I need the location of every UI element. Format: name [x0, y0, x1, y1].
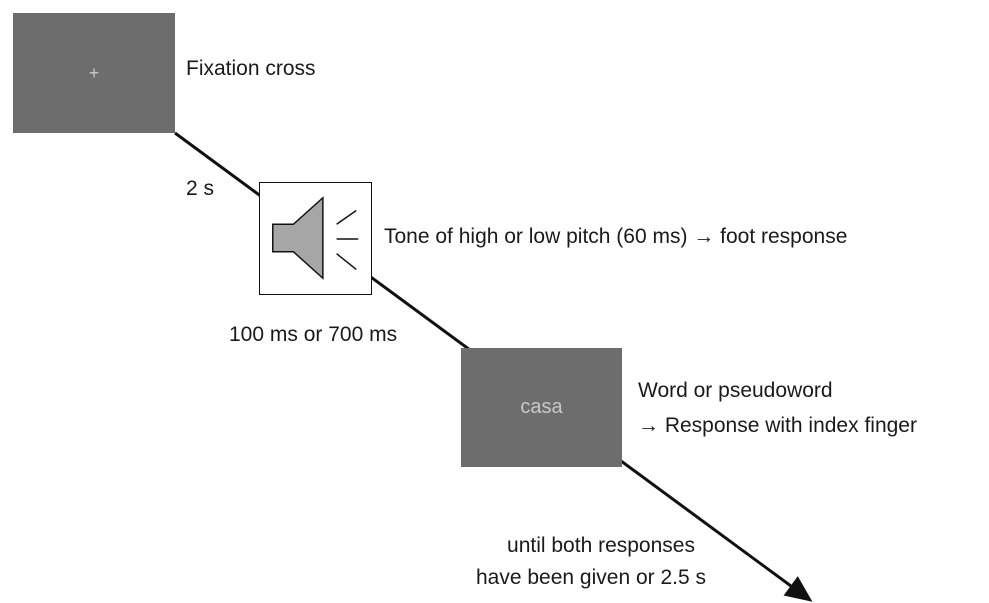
fixation-cross: +	[88, 62, 100, 83]
fixation-label: Fixation cross	[186, 57, 316, 80]
end-condition-line1: until both responses	[507, 534, 695, 557]
soa-label: 100 ms or 700 ms	[229, 323, 398, 346]
end-condition-line2: have been given or 2.5 s	[476, 566, 706, 589]
tone-stimulus-box	[259, 182, 372, 295]
fixation-screen: +	[13, 13, 175, 133]
word-stimulus: casa	[520, 396, 563, 418]
word-screen: casa	[461, 348, 622, 467]
tone-label: Tone of high or low pitch (60 ms) → foot…	[384, 225, 848, 248]
speaker-icon	[272, 196, 359, 280]
word-response-label: → Response with index finger	[638, 414, 917, 437]
word-label: Word or pseudoword	[638, 379, 833, 402]
fixation-duration-label: 2 s	[186, 177, 215, 200]
